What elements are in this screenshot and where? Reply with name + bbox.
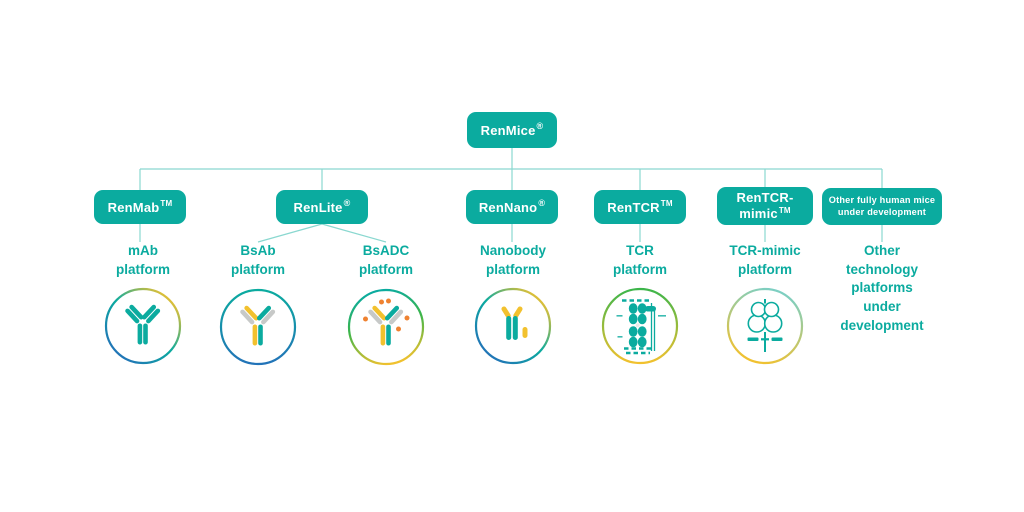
node-rennano: RenNano® — [466, 190, 558, 224]
node-renmice: RenMice® — [467, 112, 557, 148]
platform-label-tcr-mimic: TCR-mimic platform — [729, 243, 801, 277]
platform-label-nanobody: Nanobody platform — [480, 243, 546, 277]
trademark-symbol: TM — [778, 205, 791, 215]
node-rentcr: RenTCRTM — [594, 190, 686, 224]
trademark-symbol: ® — [536, 121, 544, 132]
node-label: RenNano — [478, 199, 538, 215]
node-label: Other fully human mice under development — [828, 194, 936, 217]
trademark-symbol: ® — [538, 198, 546, 209]
platform-label-other-tech: Other technology platforms under develop… — [840, 243, 924, 333]
platform-label-mab: mAb platform — [116, 243, 170, 277]
nanobody-icon — [473, 286, 553, 366]
node-other-mice: Other fully human mice under development — [822, 188, 942, 225]
monoclonal-antibody-icon — [103, 286, 183, 366]
node-renmab: RenMabTM — [94, 190, 186, 224]
node-label: RenMab — [107, 199, 160, 215]
trademark-symbol: TM — [160, 199, 173, 209]
platform-label-bsadc: BsADC platform — [359, 243, 413, 277]
node-label: RenMice — [480, 122, 536, 138]
platform-label-tcr: TCR platform — [613, 243, 667, 277]
bispecific-antibody-icon — [218, 287, 298, 367]
node-label: RenTCR — [607, 199, 660, 215]
trademark-symbol: ® — [343, 198, 351, 209]
node-rentcr-mimic: RenTCR-mimicTM — [717, 187, 813, 225]
node-label: RenLite — [293, 199, 343, 215]
tcr-mimic-icon — [725, 286, 805, 366]
tcr-complex-icon — [600, 286, 680, 366]
node-label: RenTCR-mimic — [736, 189, 794, 221]
bispecific-adc-icon — [346, 287, 426, 367]
node-renlite: RenLite® — [276, 190, 368, 224]
platform-label-bsab: BsAb platform — [231, 243, 285, 277]
trademark-symbol: TM — [660, 199, 673, 209]
